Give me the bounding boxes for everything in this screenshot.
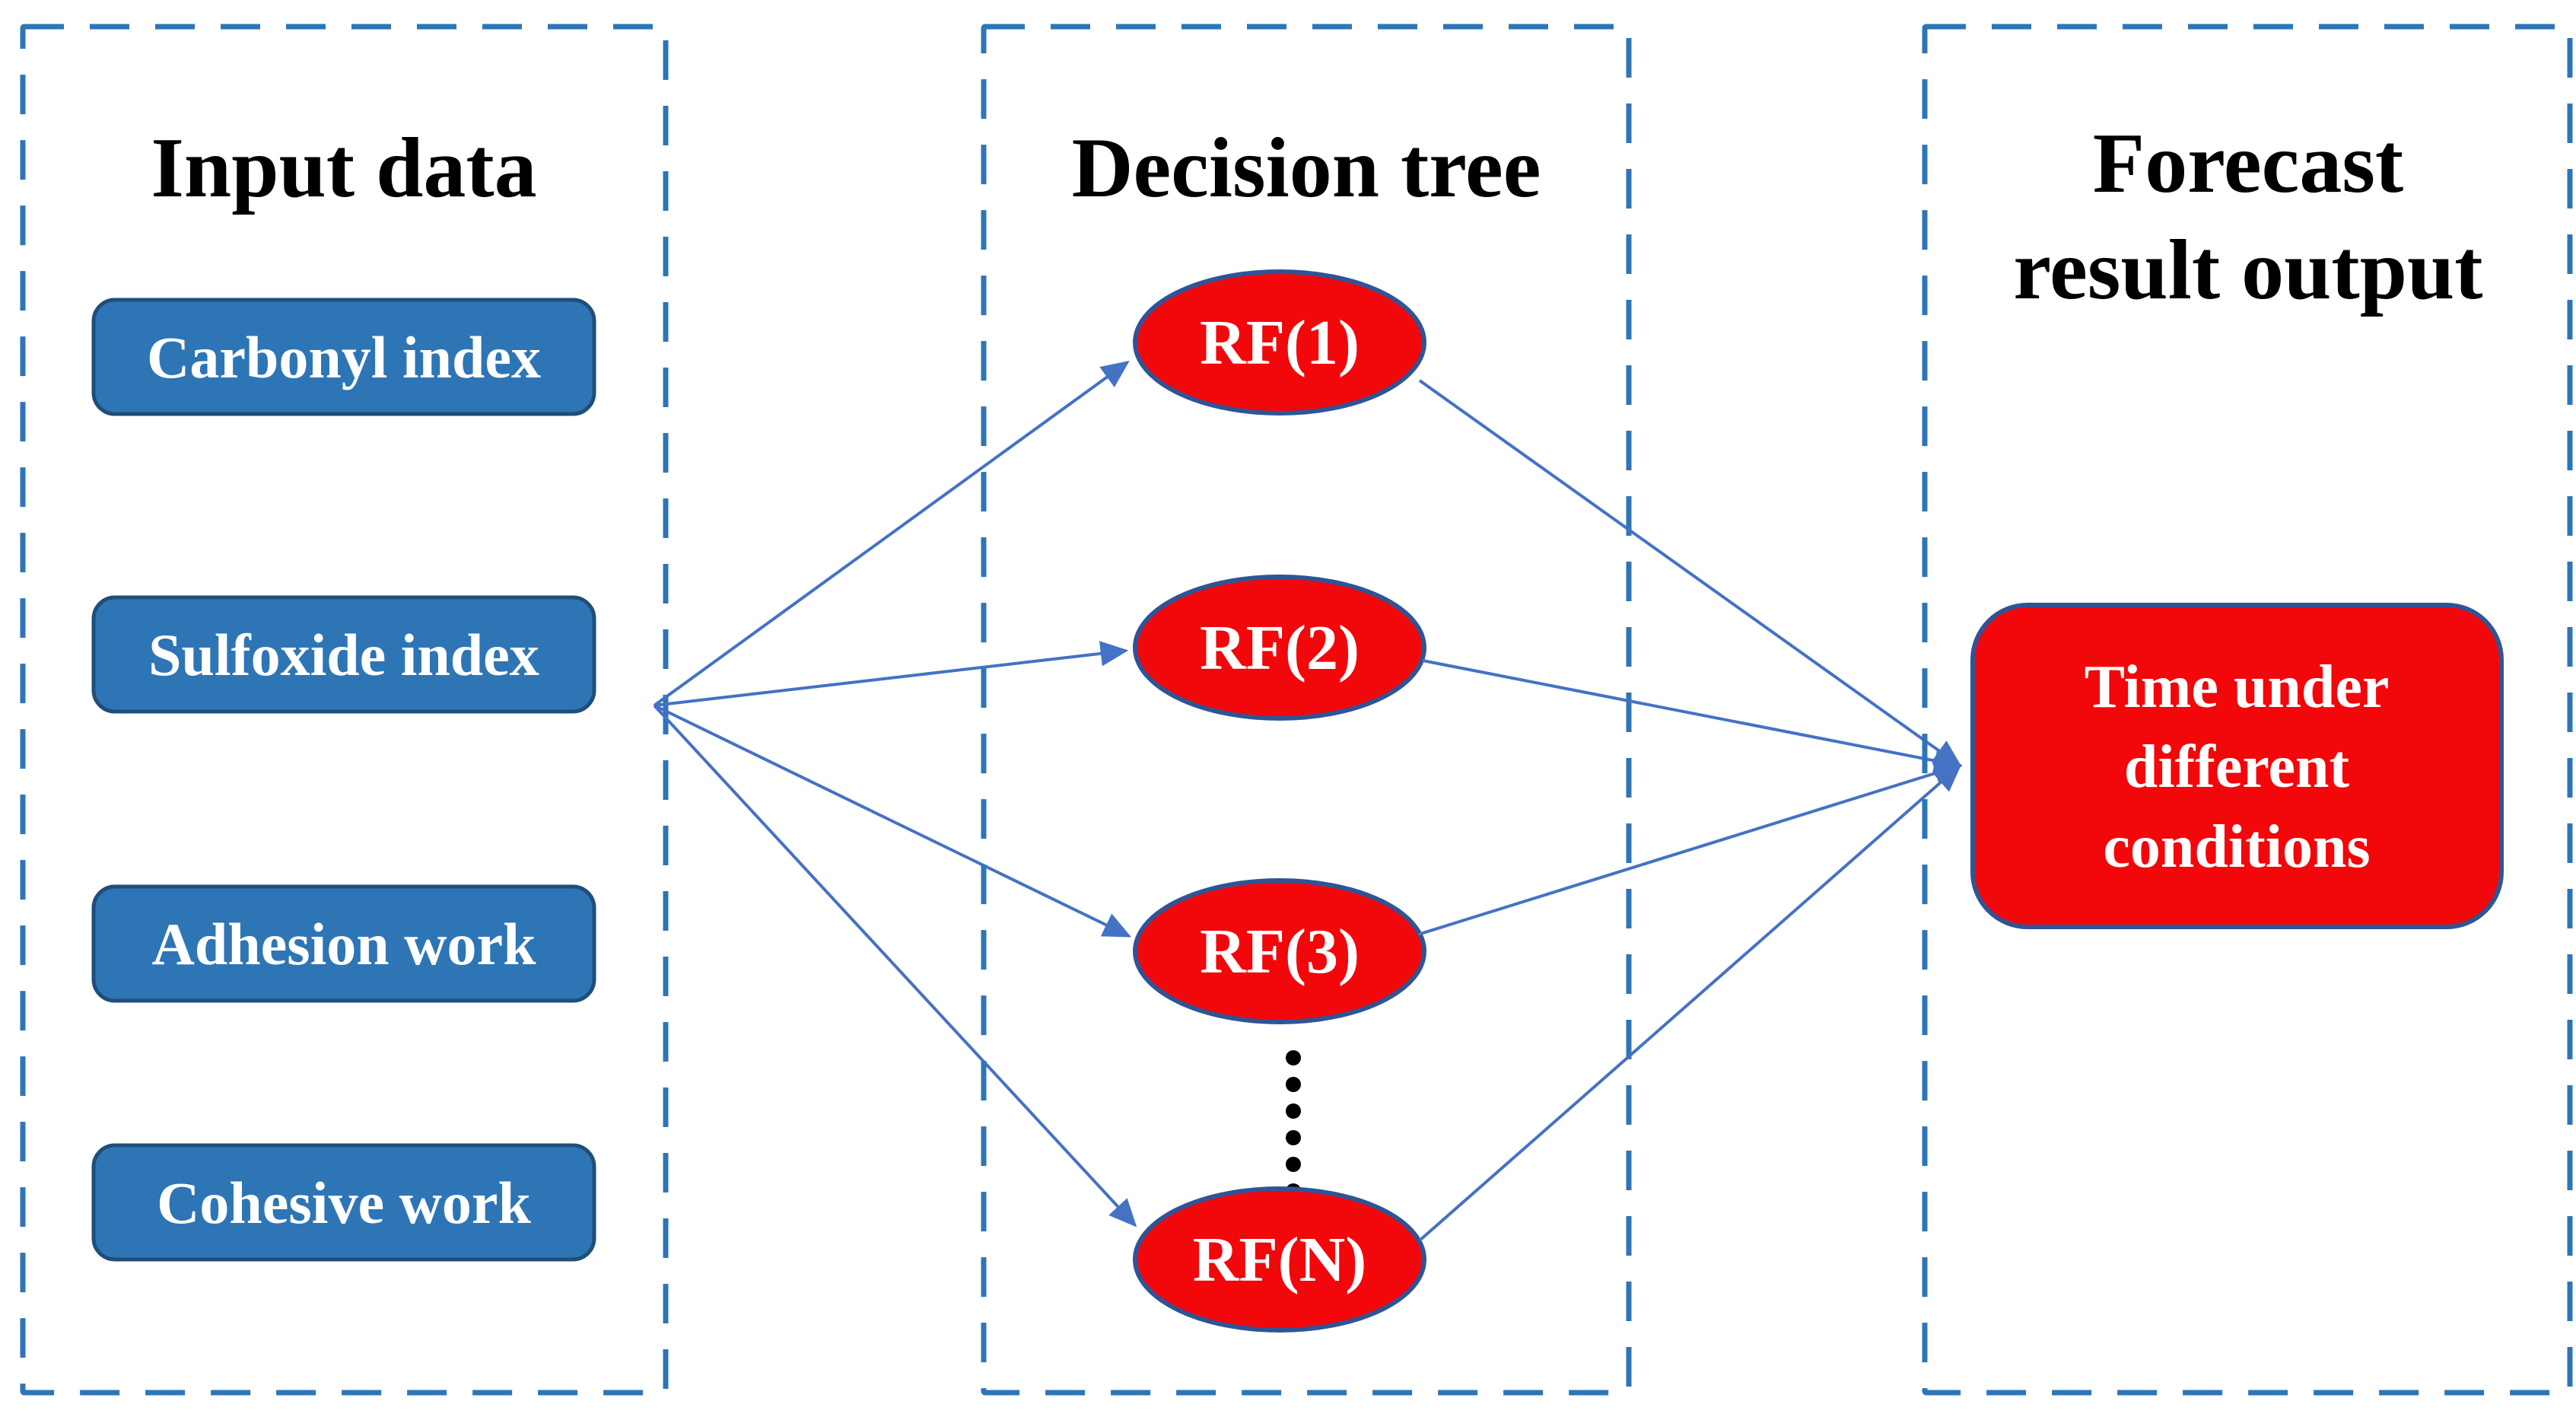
input-item-label: Cohesive work [157, 1170, 531, 1236]
tree-node-ellipse [1133, 1186, 1426, 1333]
input-item-box [91, 298, 596, 416]
output-box-line2: different [2124, 734, 2350, 801]
arrow-rfn-to-output [1418, 763, 1962, 1242]
fan-in-arrows [1417, 379, 1963, 1242]
fan-out-arrows [653, 361, 1137, 1228]
tree-node-label: RF(3) [1200, 916, 1360, 987]
decision-tree-title: Decision tree [1072, 121, 1541, 215]
tree-node-rfn: RF(N) [1133, 1186, 1426, 1333]
output-box-line1: Time under [2085, 654, 2390, 721]
arrow-rf3-to-output [1417, 761, 1963, 936]
tree-node-rf2: RF(2) [1133, 575, 1426, 721]
ellipsis-dot [1286, 1130, 1301, 1145]
input-item-box [91, 884, 596, 1003]
arrow-input-to-rfn [653, 704, 1137, 1228]
arrow-input-to-rf1 [653, 361, 1130, 707]
arrow-rf1-to-output [1418, 379, 1962, 767]
ellipsis-dot [1286, 1103, 1301, 1119]
tree-node-ellipse [1133, 575, 1426, 721]
input-item-cohesive: Cohesive work [91, 1143, 596, 1262]
output-box-line3: conditions [2103, 814, 2370, 880]
tree-node-label: RF(2) [1200, 613, 1360, 683]
decision-tree-panel-border [981, 24, 1632, 1396]
ellipsis-dot [1286, 1077, 1301, 1092]
input-item-adhesion: Adhesion work [91, 884, 596, 1003]
tree-node-label: RF(N) [1193, 1224, 1367, 1295]
forecast-output-column: Forecast result output Time under differ… [1922, 24, 2573, 1396]
forecast-title-line2: result output [2013, 223, 2482, 317]
tree-node-ellipse [1133, 269, 1426, 416]
forecast-panel-border [1922, 24, 2573, 1396]
tree-node-ellipse [1133, 878, 1426, 1024]
decision-tree-column: Decision tree RF(1) RF(2) RF(3) RF(N) [981, 24, 1632, 1396]
tree-node-rf3: RF(3) [1133, 878, 1426, 1024]
ellipsis-dot [1286, 1050, 1301, 1065]
input-item-box [91, 595, 596, 714]
input-item-label: Carbonyl index [147, 324, 541, 390]
output-box-shape [1970, 603, 2504, 929]
input-item-sulfoxide: Sulfoxide index [91, 595, 596, 714]
input-item-label: Adhesion work [152, 911, 537, 977]
input-item-carbonyl: Carbonyl index [91, 298, 596, 416]
forecast-title-line1: Forecast [2093, 116, 2403, 211]
arrow-input-to-rf3 [654, 704, 1131, 938]
input-data-title: Input data [151, 121, 536, 215]
input-item-label: Sulfoxide index [148, 622, 539, 688]
input-data-column: Input data Carbonyl index Sulfoxide inde… [20, 24, 669, 1396]
input-item-box [91, 1143, 596, 1262]
arrow-input-to-rf2 [654, 641, 1129, 707]
tree-node-rf1: RF(1) [1133, 269, 1426, 416]
tree-node-label: RF(1) [1200, 307, 1360, 378]
ellipsis-dot [1286, 1157, 1301, 1172]
output-result-box: Time under different conditions [1970, 603, 2504, 929]
vertical-ellipsis-dots [1286, 1050, 1301, 1199]
arrow-rf2-to-output [1422, 659, 1963, 773]
